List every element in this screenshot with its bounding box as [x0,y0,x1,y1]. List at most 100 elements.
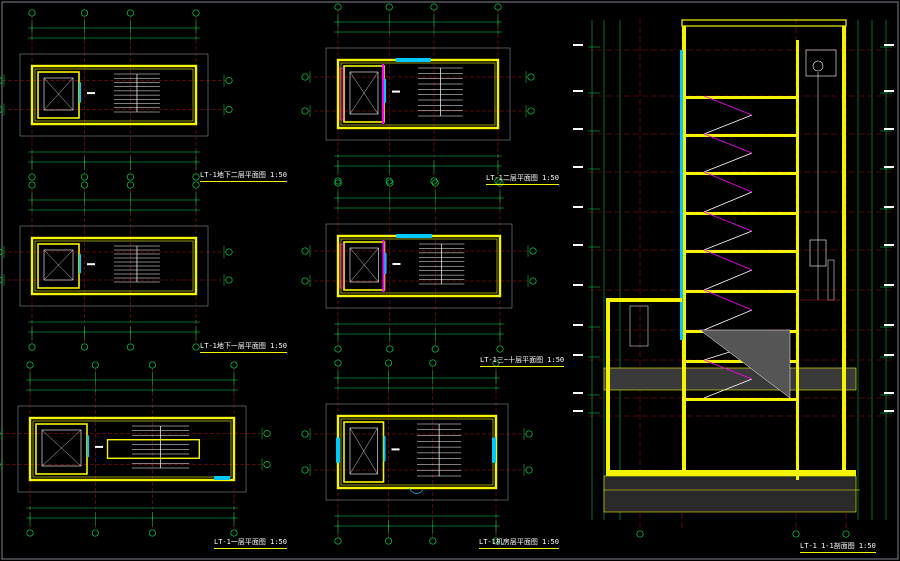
level-text-marker [573,392,583,394]
axis-bubble-icon [529,247,537,255]
section-right-wall [842,26,846,470]
plan-f2 [301,3,535,185]
axis-bubble-icon [28,173,36,181]
axis-bubble-icon [792,530,800,538]
stair-flight-icon [703,249,753,271]
section-title: LT-1 1-1剖面图 1:50 [800,541,876,553]
wall-inner-line [34,240,194,292]
window-glass [395,58,431,62]
axis-bubble-icon [126,173,134,181]
text-marker [392,263,401,265]
floor-slab [682,290,796,293]
axis-bubble-icon [80,173,89,181]
axis-bubble-icon [26,529,34,537]
plan-outline [325,403,509,501]
level-text-marker [884,44,894,46]
axis-bubble-icon [496,345,504,353]
plan-outline [17,405,247,493]
section-1-1-group [573,18,894,538]
axis-bubble-icon [263,460,271,469]
axis-bubble-icon [301,247,309,255]
axis-bubble-icon [429,359,437,367]
stair-flight-icon [703,289,753,311]
axis-bubble-icon [385,359,393,367]
plan-f1 [0,361,271,537]
axis-bubble-icon [230,529,238,537]
axis-bubble-icon [263,429,271,438]
axis-bubble-icon [385,537,393,545]
axis-bubble-icon [0,77,3,84]
axis-bubble-icon [386,345,394,353]
window-glass [492,437,496,463]
text-marker [391,448,400,451]
exterior-wall [30,64,198,126]
level-text-marker [573,354,583,356]
axis-bubble-icon [334,179,342,187]
elevator-cross [43,249,74,281]
axis-bubble-icon [334,359,342,367]
elevator-door [383,436,386,462]
floor-slab [682,134,796,137]
elevator-door [87,435,89,458]
axis-bubble-icon [386,179,394,187]
stair-flight-icon [703,378,753,399]
window-glass [336,437,340,463]
annex-wall [606,298,610,476]
elevator-door [79,253,81,274]
axis-bubble-icon [28,181,36,189]
axis-bubble-icon [529,277,537,285]
stair-flight-icon [703,211,753,232]
shaft-wall [796,40,799,480]
stair-flight-icon [419,243,465,285]
axis-bubble-icon [0,276,3,284]
axis-bubble-icon [80,181,89,189]
stair-flight-icon [703,171,753,193]
axis-bubble-icon [225,105,233,114]
axis-bubble-icon [126,343,134,351]
stair-flight-icon [114,245,160,283]
elevator-shaft-icon [41,429,82,467]
roof-parapet [681,19,847,27]
axis-bubble-icon [225,76,233,85]
level-text-marker [884,206,894,208]
door-swing [408,487,424,494]
axis-bubble-icon [429,537,437,545]
axis-bubble-icon [430,3,438,11]
axis-bubble-icon [91,361,99,369]
level-text-marker [884,128,894,130]
level-text-marker [884,284,894,286]
axis-bubble-icon [26,361,34,369]
elevator-shaft-icon [349,71,379,115]
stair-flight-icon [703,309,753,331]
plan-b2-title: LT-1地下二层平面图 1:50 [200,170,287,182]
axis-bubble-icon [192,181,200,189]
axis-bubble-icon [225,248,233,256]
stair-flight-icon [703,114,753,135]
level-text-marker [573,244,583,246]
elevator-shaft-icon [349,427,378,475]
annex-roof [606,298,682,302]
section-left-wall [682,26,686,470]
level-text-marker [573,324,583,326]
axis-bubble-icon [225,276,233,284]
wall-inner-line [32,420,232,478]
traction-machine-icon [812,60,824,72]
level-text-marker [573,284,583,286]
magenta-partition [382,240,385,292]
elevator-cross [349,247,379,283]
axis-bubble-icon [636,530,644,538]
axis-bubble-icon [431,345,439,353]
elevator-shaft-icon [349,247,379,283]
entry-glass [214,476,230,480]
plan-outline [19,53,209,137]
text-marker [392,90,400,93]
plan-outline [325,47,511,141]
stair-flight-icon [703,191,753,213]
plan-f3 [301,179,537,353]
plan-f3-title: LT-1三~十层平面图 1:50 [480,355,565,367]
axis-bubble-icon [301,73,309,81]
plan-f2-title: LT-1二层平面图 1:50 [486,173,559,185]
axis-bubble-icon [430,177,438,185]
axis-bubble-icon [527,73,535,81]
